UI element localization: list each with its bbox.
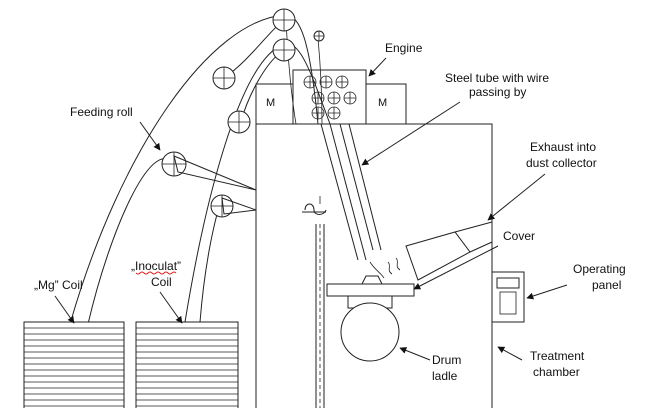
label-drum-2: ladle: [432, 369, 458, 383]
arrow-engine: [368, 57, 387, 77]
feeding-roll-7: [313, 30, 325, 42]
engine-assembly: M M: [255, 69, 407, 125]
arrow-mg-coil: [54, 295, 75, 324]
motor-right-label: M: [378, 97, 387, 109]
label-engine: Engine: [385, 41, 423, 55]
label-inoculat-1: „Inoculat”: [131, 259, 181, 273]
label-feeding-roll: Feeding roll: [70, 105, 133, 119]
motor-left: [255, 83, 294, 125]
crane-hook: [302, 196, 327, 408]
exhaust-duct: [405, 221, 493, 281]
arrow-inoculat-coil: [159, 291, 183, 324]
operating-panel-device: [491, 271, 525, 323]
cover-funnel: [361, 275, 383, 285]
feeding-roll-2: [210, 194, 257, 218]
label-treatment-2: chamber: [533, 365, 580, 379]
arrow-operating-panel: [526, 284, 568, 300]
motor-left-label: M: [266, 97, 275, 109]
spellcheck-underline: [135, 271, 177, 275]
arrow-drum-ladle: [399, 347, 431, 361]
label-drum-1: Drum: [432, 353, 461, 367]
label-mg-coil: „Mg” Coil: [34, 278, 83, 292]
feeding-roll-4: [227, 110, 251, 134]
engine-rollers: [303, 75, 357, 120]
arrow-cover: [413, 245, 499, 290]
feeding-roll-3: [212, 66, 236, 90]
label-steel-tube-2: passing by: [469, 85, 526, 99]
steel-tubes: [320, 123, 401, 279]
arrow-steel-tube: [361, 101, 461, 166]
leader-arrows: [54, 57, 568, 361]
label-operating-panel-2: panel: [592, 278, 621, 292]
label-exhaust-2: dust collector: [526, 156, 597, 170]
drum-ladle: [340, 295, 400, 362]
label-exhaust-1: Exhaust into: [530, 140, 596, 154]
engine-box: [292, 69, 367, 125]
arrow-treatment-chamber: [497, 346, 523, 361]
label-inoculat-2: Coil: [151, 275, 172, 289]
label-cover: Cover: [503, 229, 535, 243]
feeding-roll-5: [272, 8, 296, 32]
motor-right: [365, 83, 407, 125]
feeding-rolls: [161, 8, 325, 218]
inoculat-coil: [135, 321, 239, 408]
feeding-roll-1: [161, 151, 257, 191]
label-steel-tube-1: Steel tube with wire: [445, 71, 549, 85]
arrow-feeding-roll: [139, 121, 161, 151]
cover-plate: [326, 283, 415, 297]
mg-coil: [23, 321, 125, 408]
feeding-roll-6: [272, 38, 296, 62]
label-treatment-1: Treatment: [530, 349, 585, 363]
label-operating-panel-1: Operating: [573, 262, 626, 276]
arrow-exhaust: [487, 173, 546, 221]
